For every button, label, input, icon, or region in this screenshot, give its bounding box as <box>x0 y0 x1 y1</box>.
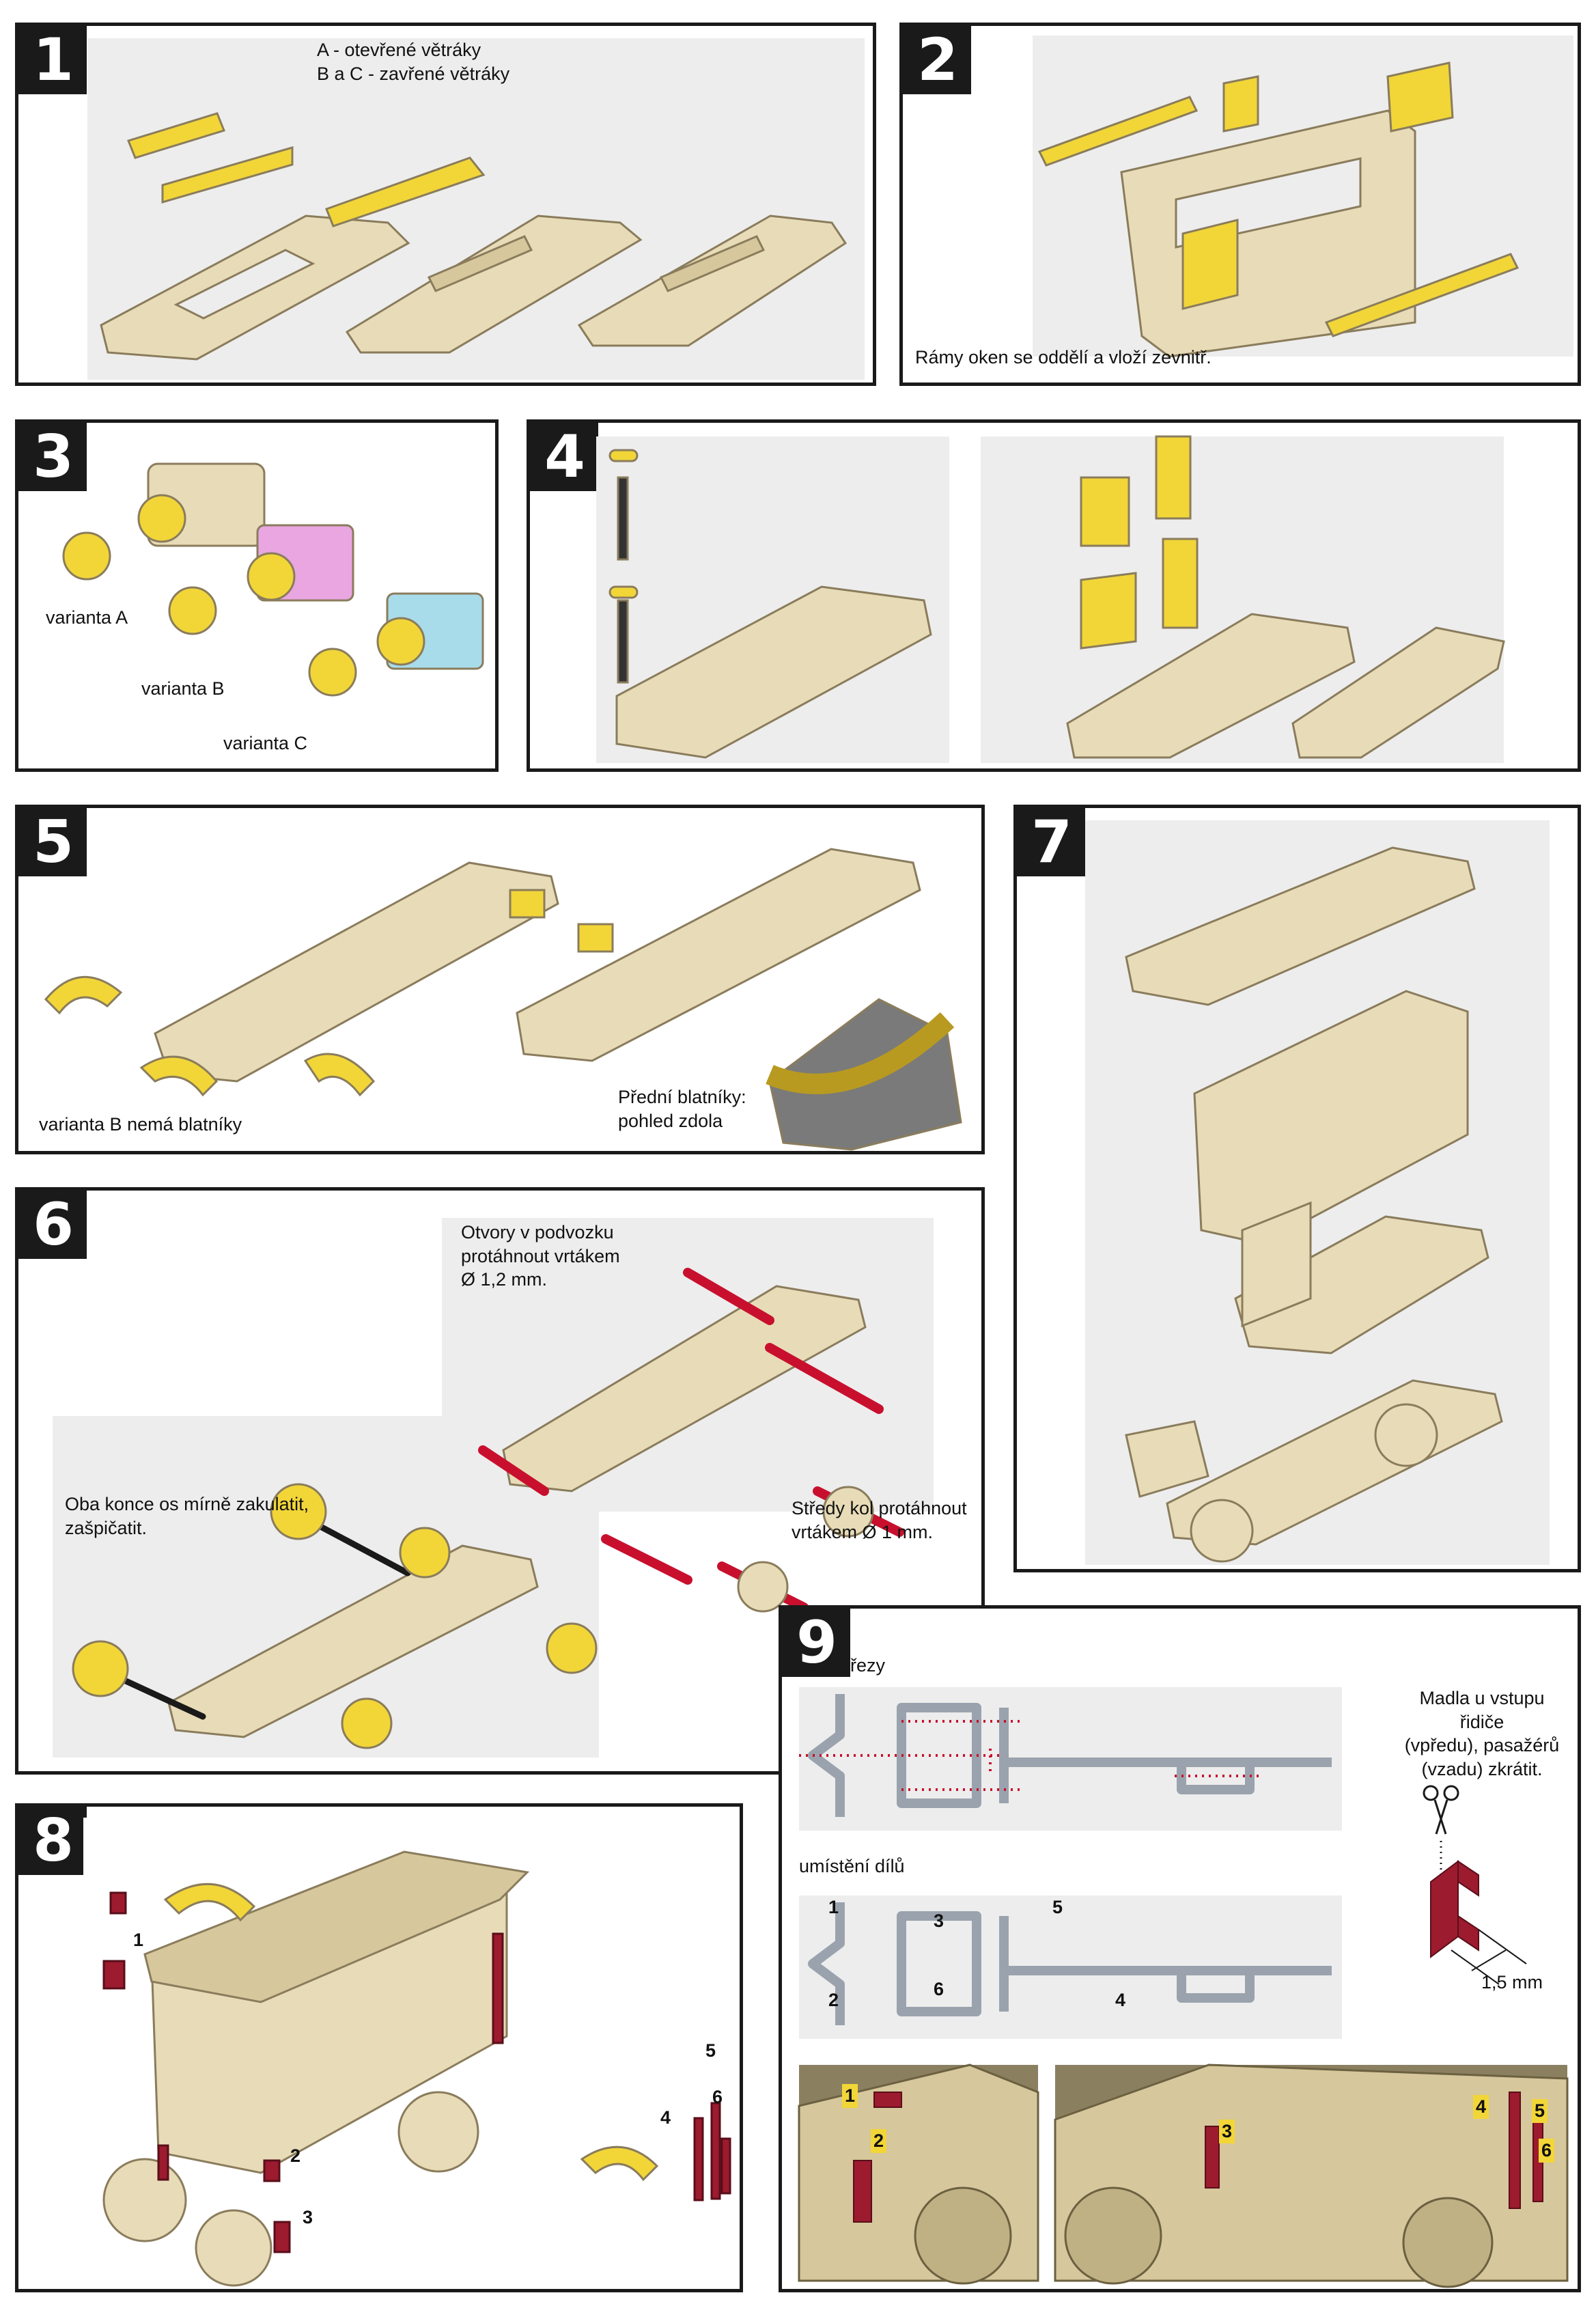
placement-label-6: 6 <box>934 1979 944 1999</box>
variant-b-label: varianta B <box>141 678 225 699</box>
chassis-fenders-illustration <box>44 848 962 1151</box>
roof-parts-illustration <box>100 112 848 361</box>
photo-label-6: 6 <box>1539 2139 1555 2163</box>
cuts-heading: řezy <box>850 1655 886 1676</box>
scissors-icon <box>1423 1785 1459 1835</box>
placement-label-2: 2 <box>828 1990 839 2010</box>
front-fenders-note: Přední blatníky: pohled zdola <box>618 1087 746 1131</box>
handle-label-4: 4 <box>660 2107 671 2128</box>
handle-label-5: 5 <box>705 2040 716 2061</box>
placement-heading: umístění dílů <box>799 1856 905 1876</box>
axle-ends-note: Oba konce os mírně zakulatit, zašpičatit… <box>65 1494 309 1538</box>
photo-label-2: 2 <box>871 2129 887 2153</box>
photo-label-3: 3 <box>1219 2120 1235 2143</box>
step-number: 8 <box>18 1807 87 1875</box>
photo-label-5: 5 <box>1532 2099 1548 2123</box>
step-4-panel: 4 <box>527 419 1581 772</box>
handle-label-6: 6 <box>712 2087 723 2107</box>
handle-label-2: 2 <box>290 2145 301 2166</box>
handle-label-1: 1 <box>133 1930 144 1950</box>
photo-label-4: 4 <box>1473 2095 1489 2119</box>
step-number: 3 <box>18 423 87 491</box>
frames-note: Rámy oken se oddělí a vloží zevnitř. <box>915 347 1212 367</box>
assembled-handles-photos <box>798 2064 1569 2288</box>
step-2-panel: 2 Rámy oken se oddělí a vloží zevnitř. <box>899 23 1581 386</box>
step-3-panel: 3 varianta A varianta B varianta C <box>15 419 499 772</box>
step-8-panel: 8 1 2 3 4 5 6 <box>15 1803 743 2292</box>
step-7-panel: 7 <box>1013 805 1581 1572</box>
step-number: 1 <box>18 26 87 94</box>
vents-note: A - otevřené větráky B a C - zavřené vět… <box>317 40 510 84</box>
step-number: 2 <box>903 26 971 94</box>
variant-b-note: varianta B nemá blatníky <box>39 1114 242 1135</box>
chassis-holes-note: Otvory v podvozku protáhnout vrtákem Ø 1… <box>461 1222 620 1290</box>
photo-label-1: 1 <box>842 2084 858 2108</box>
cuts-and-placement-diagram <box>799 1694 1332 2025</box>
handle-label-3: 3 <box>303 2207 313 2227</box>
window-frames-illustration <box>1037 61 1520 358</box>
step-number: 5 <box>18 808 87 876</box>
step-number: 9 <box>782 1609 850 1677</box>
engine-variants-illustration <box>62 462 484 697</box>
placement-label-5: 5 <box>1052 1897 1063 1917</box>
variant-a-label: varianta A <box>46 607 128 628</box>
cut-dimension-label: 1,5 mm <box>1481 1972 1543 1992</box>
step-number: 4 <box>530 423 598 491</box>
handles-and-fenders-illustration <box>102 1850 731 2287</box>
step-1-panel: 1 A - otevřené větráky B a C - zavřené v… <box>15 23 876 386</box>
exploded-assembly-illustration <box>1125 846 1503 1563</box>
placement-label-1: 1 <box>828 1897 839 1917</box>
placement-label-3: 3 <box>934 1911 944 1931</box>
placement-label-4: 4 <box>1115 1990 1126 2010</box>
step-5-panel: 5 varianta B nemá blatníky Přední blatní… <box>15 805 985 1154</box>
handle-cut-illustration <box>1423 1785 1527 1985</box>
wheel-centers-note: Středy kol protáhnout vrtákem Ø 1 mm. <box>792 1498 967 1542</box>
drilling-and-axles-illustration <box>72 1268 904 1749</box>
step-9-panel: 9 řezy umístění dílů 1 2 3 4 5 6 Madla u… <box>779 1605 1581 2292</box>
handles-shorten-note: Madla u vstupu řidiče (vpředu), pasažérů… <box>1404 1688 1560 1779</box>
seats-and-doors-illustration <box>608 435 1505 759</box>
step-number: 7 <box>1017 808 1085 876</box>
step-number: 6 <box>18 1191 87 1259</box>
variant-c-label: varianta C <box>223 733 308 753</box>
